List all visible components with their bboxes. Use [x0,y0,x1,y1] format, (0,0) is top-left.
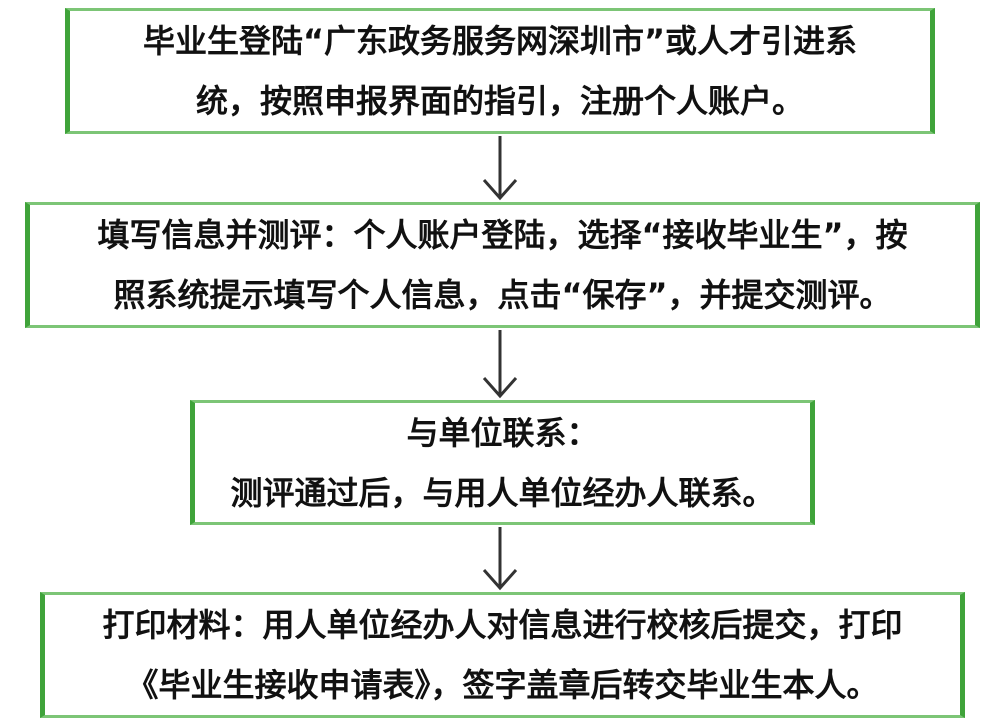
step-1-line-2: 统，按照申报界面的指引，注册个人账户。 [195,82,804,120]
step-1-register-account: 毕业生登陆“广东政务服务网深圳市”或人才引进系 统，按照申报界面的指引，注册个人… [65,8,935,134]
step-2-fill-info-and-evaluate: 填写信息并测评：个人账户登陆，选择“接收毕业生”，按 照系统提示填写个人信息，点… [25,202,980,328]
step-4-line-2: 《毕业生接收申请表》，签字盖章后转交毕业生本人。 [126,666,879,704]
arrow-1-to-2 [0,134,1000,202]
step-3-line-1: 与单位联系： [406,413,599,452]
arrow-3-to-4 [0,525,1000,592]
step-3-contact-employer: 与单位联系： 测评通过后，与用人单位经办人联系。 [190,400,815,525]
step-1-line-1: 毕业生登陆“广东政务服务网深圳市”或人才引进系 [142,22,858,60]
step-3-line-2: 测评通过后，与用人单位经办人联系。 [230,473,775,512]
step-2-line-2: 照系统提示填写个人信息，点击“保存”，并提交测评。 [113,276,892,314]
step-4-line-1: 打印材料：用人单位经办人对信息进行校核后提交，打印 [102,606,903,644]
step-4-print-materials: 打印材料：用人单位经办人对信息进行校核后提交，打印 《毕业生接收申请表》，签字盖… [40,592,965,718]
step-2-line-1: 填写信息并测评：个人账户登陆，选择“接收毕业生”，按 [97,216,908,254]
arrow-2-to-3 [0,328,1000,400]
